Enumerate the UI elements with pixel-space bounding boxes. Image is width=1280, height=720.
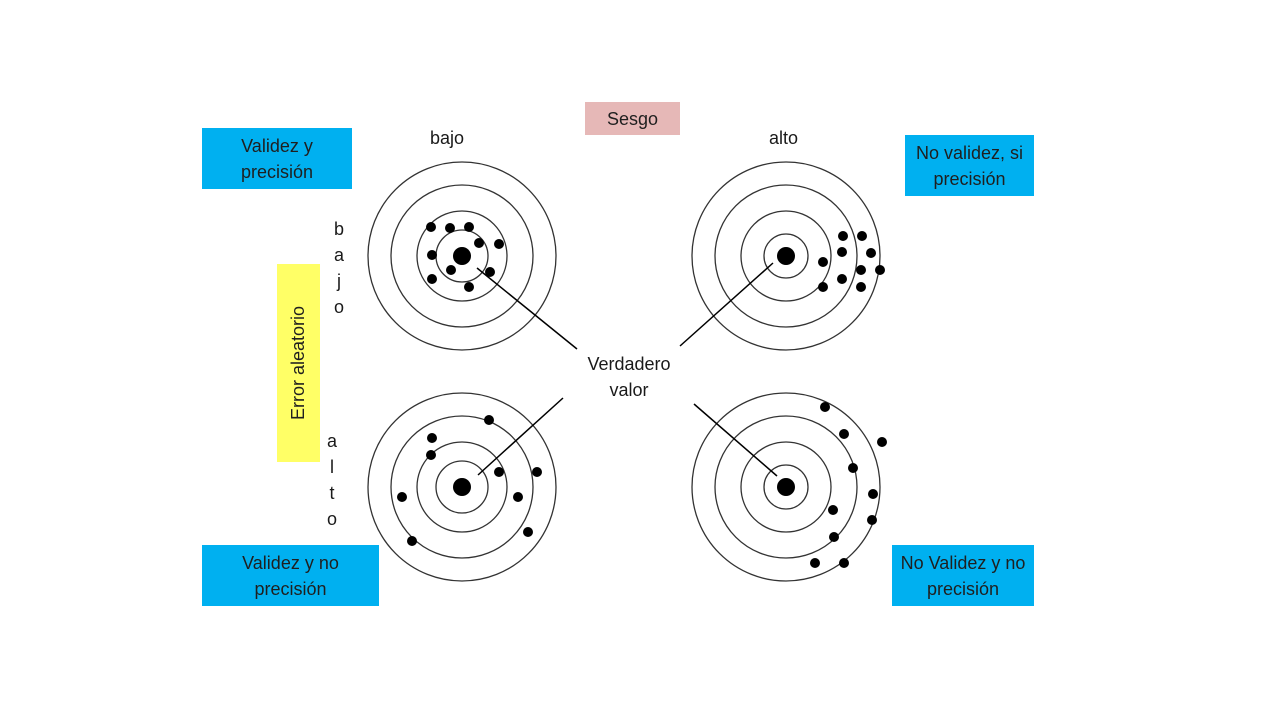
pointer-line-top-left [476,267,578,350]
random-error-high-label: a l t o [326,431,337,529]
bias-low-label: bajo [430,128,465,148]
shots-bottom-right [810,402,887,568]
shots-bottom-left [397,415,542,546]
quadrant-label-bottom-right: No Validez y no precisión [892,545,1034,606]
shots-top-right [818,231,885,292]
bias-title-text: Sesgo [606,108,659,129]
bullseye [777,247,795,265]
bullseye [453,478,471,496]
true-value-label: Verdadero valor [587,354,671,400]
pointer-line-bottom-left [477,397,564,476]
pointer-line-bottom-right [693,403,778,477]
quadrant-label-bottom-left: Validez y no precisión [202,545,379,606]
target-low-bias-high-error [367,392,557,582]
pointer-line-top-right [679,262,774,347]
bias-title: Sesgo [585,102,680,135]
bullseye [453,247,471,265]
random-error-title: Error aleatorio [277,264,320,462]
random-error-low-label: b a j o [333,219,344,317]
quadrant-label-top-left: Validez y precisión [202,128,352,189]
target-high-bias-high-error [691,392,881,582]
target-high-bias-low-error [691,161,881,351]
quadrant-label-top-right: No validez, si precisión [905,135,1034,196]
target-low-bias-low-error [367,161,557,351]
pointer-lines [476,262,778,477]
bias-high-label: alto [769,128,799,148]
shots-top-left [426,222,504,292]
bullseye [777,478,795,496]
